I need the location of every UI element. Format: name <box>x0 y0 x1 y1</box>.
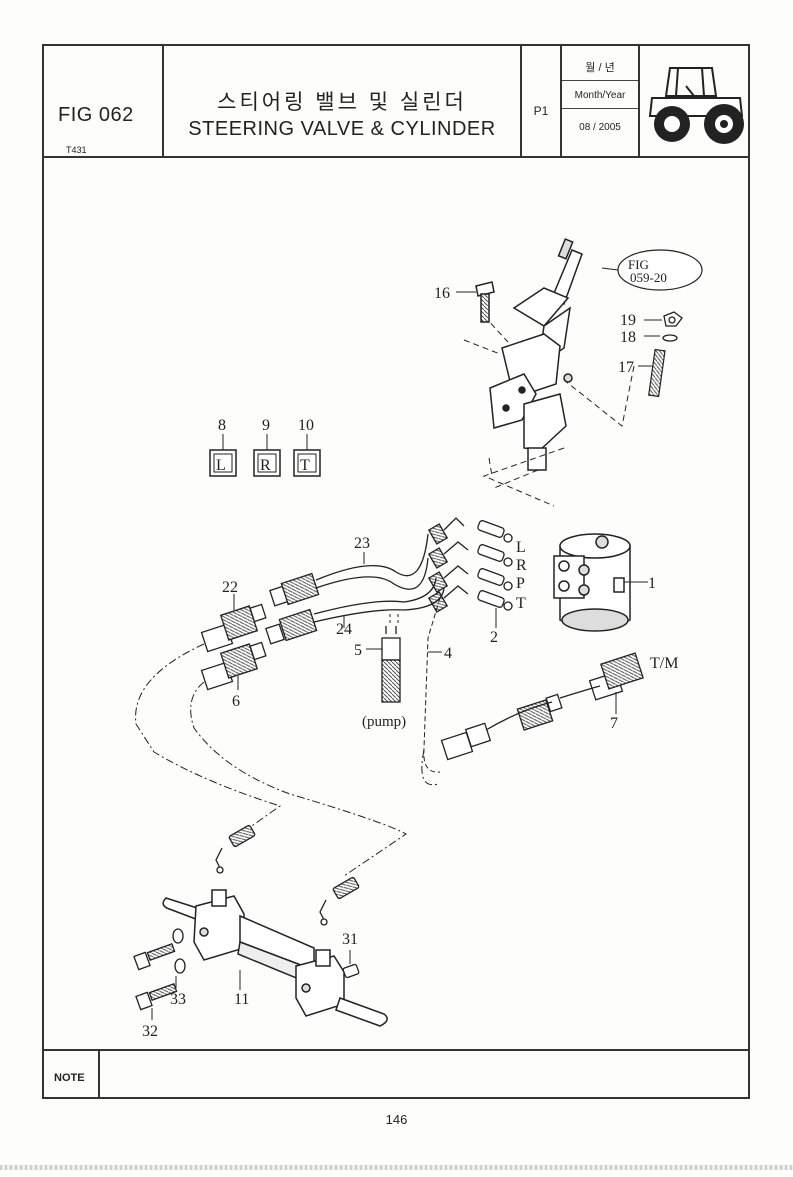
pin-31 <box>342 963 360 979</box>
date-label-korean: 월 / 년 <box>562 56 638 81</box>
callout-17: 17 <box>618 359 634 376</box>
callout-23: 23 <box>354 535 370 552</box>
fig-reference-number: 059-20 <box>630 270 667 285</box>
line-4 <box>423 597 441 773</box>
hose-23 <box>269 572 320 607</box>
svg-text:L: L <box>216 457 226 474</box>
callout-4: 4 <box>444 645 452 662</box>
bolt-32 <box>133 942 178 1011</box>
tractor-icon <box>648 67 744 144</box>
port-label-r: R <box>516 557 527 574</box>
tm-annotation: T/M <box>650 655 678 672</box>
title-cell: 스티어링 밸브 및 실린더 STEERING VALVE & CYLINDER <box>164 46 522 156</box>
port-label-l: L <box>516 539 526 556</box>
hose-22 <box>200 603 267 653</box>
steering-column <box>489 238 583 471</box>
port-label-p: P <box>516 575 525 592</box>
callout-1: 1 <box>648 575 656 592</box>
fig-number-cell: FIG 062 T431 <box>44 46 164 156</box>
nut-19 <box>663 311 683 327</box>
callout-16: 16 <box>434 285 450 302</box>
callout-31: 31 <box>342 931 358 948</box>
marker-l: L <box>209 449 237 477</box>
exploded-parts-diagram: 16 FIG 059-20 19 18 17 <box>133 238 703 1040</box>
note-label: NOTE <box>54 1072 85 1084</box>
date-value: 08 / 2005 <box>579 122 621 133</box>
title-korean: 스티어링 밸브 및 실린더 <box>217 91 467 114</box>
routing-lines <box>135 643 439 877</box>
callout-11: 11 <box>234 991 249 1008</box>
scan-artifact <box>0 1165 793 1170</box>
washer-18 <box>662 334 678 342</box>
page-frame: FIG 062 T431 스티어링 밸브 및 실린더 STEERING VALV… <box>42 44 750 1099</box>
callout-6: 6 <box>232 693 240 710</box>
title-block: FIG 062 T431 스티어링 밸브 및 실린더 STEERING VALV… <box>44 46 748 158</box>
page-number: 146 <box>385 1112 408 1127</box>
assembly-lines <box>463 315 635 507</box>
title-english: STEERING VALVE & CYLINDER <box>188 118 496 140</box>
cylinder-elbows <box>215 824 360 926</box>
fig-number: FIG 062 <box>58 104 134 126</box>
note-label-cell: NOTE <box>44 1051 100 1097</box>
port-label-t: T <box>516 595 526 612</box>
callout-5: 5 <box>354 642 362 659</box>
callout-18: 18 <box>620 329 636 346</box>
callout-10: 10 <box>298 417 314 434</box>
hose-6 <box>200 641 267 691</box>
callout-33: 33 <box>170 991 186 1008</box>
callout-22: 22 <box>222 579 238 596</box>
pump-annotation: (pump) <box>362 714 406 730</box>
marker-r: R <box>253 449 281 477</box>
model-code: T431 <box>66 145 87 155</box>
callout-24: 24 <box>336 621 352 638</box>
callout-7: 7 <box>610 715 618 732</box>
fig-reference-label: FIG <box>628 257 649 272</box>
callout-32: 32 <box>142 1023 158 1040</box>
date-cell: 월 / 년 Month/Year 08 / 2005 <box>562 46 640 156</box>
page-code-cell: P1 <box>522 46 562 156</box>
note-bar: NOTE <box>44 1049 748 1097</box>
hose-24 <box>265 608 318 645</box>
steering-valve <box>553 533 631 632</box>
svg-text:T: T <box>300 457 310 474</box>
hose-7 <box>440 652 644 761</box>
washer-33 <box>172 928 186 974</box>
callout-9: 9 <box>262 417 270 434</box>
date-label-english: Month/Year <box>562 84 638 109</box>
callout-2: 2 <box>490 629 498 646</box>
marker-t: T <box>293 449 321 477</box>
steering-cylinder <box>162 889 388 1027</box>
callout-8: 8 <box>218 417 226 434</box>
svg-text:R: R <box>260 457 271 474</box>
fig-reference-balloon: FIG 059-20 <box>601 249 703 291</box>
stud-17 <box>648 348 666 398</box>
page-code: P1 <box>533 104 549 118</box>
callout-19: 19 <box>620 312 636 329</box>
pump-pipe-5 <box>381 626 401 703</box>
bolt-16 <box>475 281 495 323</box>
tractor-logo-cell <box>640 46 750 156</box>
fittings-cluster <box>427 517 513 613</box>
